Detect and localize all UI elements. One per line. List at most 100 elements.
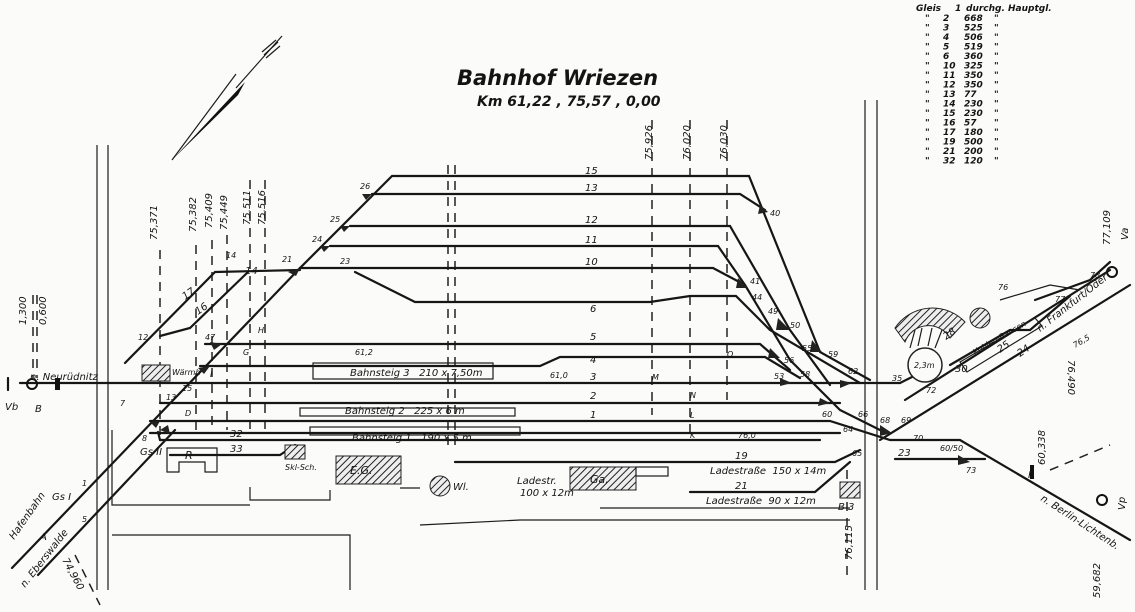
- switch-number: 70: [913, 434, 923, 443]
- distant-signal-icon: [26, 378, 38, 390]
- switch-number: 26: [360, 182, 370, 191]
- track-number: 30: [955, 364, 968, 375]
- switch-number: 68: [880, 416, 890, 425]
- signal-b-icon: [55, 378, 60, 390]
- track-number: 6: [590, 304, 596, 315]
- table-cell-length: 500: [964, 138, 983, 148]
- track-number: 32: [230, 429, 243, 440]
- signal-label: B: [35, 404, 42, 415]
- mileage-label: 75,511: [242, 190, 253, 225]
- station-building: [335, 455, 402, 485]
- switch-number: 65: [852, 449, 862, 458]
- turntable: [907, 347, 943, 383]
- mileage-label: 0,600: [38, 296, 49, 325]
- table-cell-gleis: 21: [943, 147, 956, 157]
- platform-2-label: Bahnsteig 2 225 x 6 m: [345, 406, 465, 417]
- switch-number: 53: [774, 372, 784, 381]
- ditto-mark: ": [925, 109, 930, 119]
- table-cell-length: 230: [964, 100, 983, 110]
- switch-number: 12: [138, 333, 148, 342]
- label-building-r: R: [185, 449, 193, 462]
- table-cell-gleis: 4: [942, 33, 949, 43]
- track-number: 1: [590, 410, 596, 421]
- ditto-mark: ": [925, 24, 930, 34]
- kilometer-heading: Km 61,22 , 75,57 , 0,00: [477, 94, 661, 110]
- table-cell-length: 230: [964, 109, 983, 119]
- track-number: 24: [1015, 343, 1032, 359]
- destination-berlin: n. Berlin-Lichtenb.: [1038, 493, 1121, 552]
- table-cell-gleis: 19: [943, 138, 956, 148]
- signal-letter: K: [690, 431, 696, 440]
- table-cell-length: 180: [964, 128, 983, 138]
- track-number: 15: [585, 166, 598, 177]
- ditto-mark: ": [925, 81, 930, 91]
- table-cell-gleis: 17: [943, 128, 956, 138]
- table-cell-length: 350: [964, 71, 983, 81]
- ditto-mark: ": [994, 71, 999, 81]
- label-goods-shed: Ga.: [590, 473, 609, 486]
- table-cell-length: 325: [964, 62, 983, 72]
- ditto-mark: ": [994, 62, 999, 72]
- switch-number: 1: [82, 479, 87, 488]
- ditto-mark: ": [925, 100, 930, 110]
- mileage-label: 75,926: [644, 125, 655, 160]
- signals: [6, 266, 1118, 506]
- switch-number: 55: [802, 344, 812, 353]
- signal-label: Va: [1120, 228, 1131, 240]
- signal-label: Vp: [1117, 497, 1128, 510]
- water-crane: [969, 307, 991, 329]
- signal-label: Gs II: [140, 447, 162, 458]
- switch-number: 21: [282, 255, 292, 264]
- loading-road-150: Ladestraße 150 x 14m: [710, 466, 826, 477]
- table-cell-gleis: 11: [943, 71, 956, 81]
- ditto-mark: ": [994, 128, 999, 138]
- ditto-mark: ": [925, 138, 930, 148]
- table-cell-length: 519: [964, 43, 983, 53]
- table-cell-length: 57: [964, 119, 977, 129]
- loading-road-90: Ladestraße 90 x 12m: [706, 496, 816, 507]
- signal-letter: G: [243, 348, 249, 357]
- track-number: 17: [180, 286, 197, 303]
- ditto-mark: ": [994, 100, 999, 110]
- signal-letter: N: [690, 391, 696, 400]
- distant-signal-icon: [1106, 266, 1118, 278]
- water-tower: [429, 475, 451, 497]
- signal-label: P: [1028, 470, 1035, 481]
- ditto-mark: ": [925, 14, 930, 24]
- building-r: [166, 447, 218, 473]
- switch-number: 35: [892, 374, 902, 383]
- switch-number: 41: [750, 277, 760, 286]
- table-cell-gleis: 2: [943, 14, 949, 24]
- signal-label: Vb: [5, 402, 18, 413]
- distant-signal-icon: [1096, 494, 1108, 506]
- ditto-mark: ": [994, 14, 999, 24]
- signal-letter: L: [690, 411, 694, 420]
- switch-number: 73: [966, 466, 976, 475]
- ditto-mark: ": [925, 33, 930, 43]
- ditto-mark: ": [994, 90, 999, 100]
- switch-number: 59: [828, 350, 838, 359]
- switch-number: 13: [166, 393, 176, 402]
- switch-number: 76: [998, 283, 1008, 292]
- ditto-mark: ": [994, 81, 999, 91]
- signal-letter: O: [727, 350, 733, 359]
- signal-letter: M: [652, 373, 659, 382]
- switch-number: 58: [800, 370, 810, 379]
- table-cell-length: 120: [964, 157, 983, 167]
- switch-number: 60: [822, 410, 832, 419]
- height-label: 61,0: [550, 371, 568, 380]
- platform-2: [299, 407, 516, 417]
- mileage-label: 75,371: [149, 205, 160, 240]
- platform-3: [312, 362, 494, 380]
- track-number: 2: [590, 391, 596, 402]
- switch-number: 50: [790, 321, 800, 330]
- switch-number: 40: [770, 209, 780, 218]
- ditto-mark: ": [994, 138, 999, 148]
- switch-number: 25: [330, 215, 340, 224]
- table-cell-gleis: 14: [943, 100, 956, 110]
- mileage-label: 75,516: [257, 190, 268, 225]
- table-cell-gleis: 3: [943, 24, 949, 34]
- mileage-label: 75,382: [188, 197, 199, 232]
